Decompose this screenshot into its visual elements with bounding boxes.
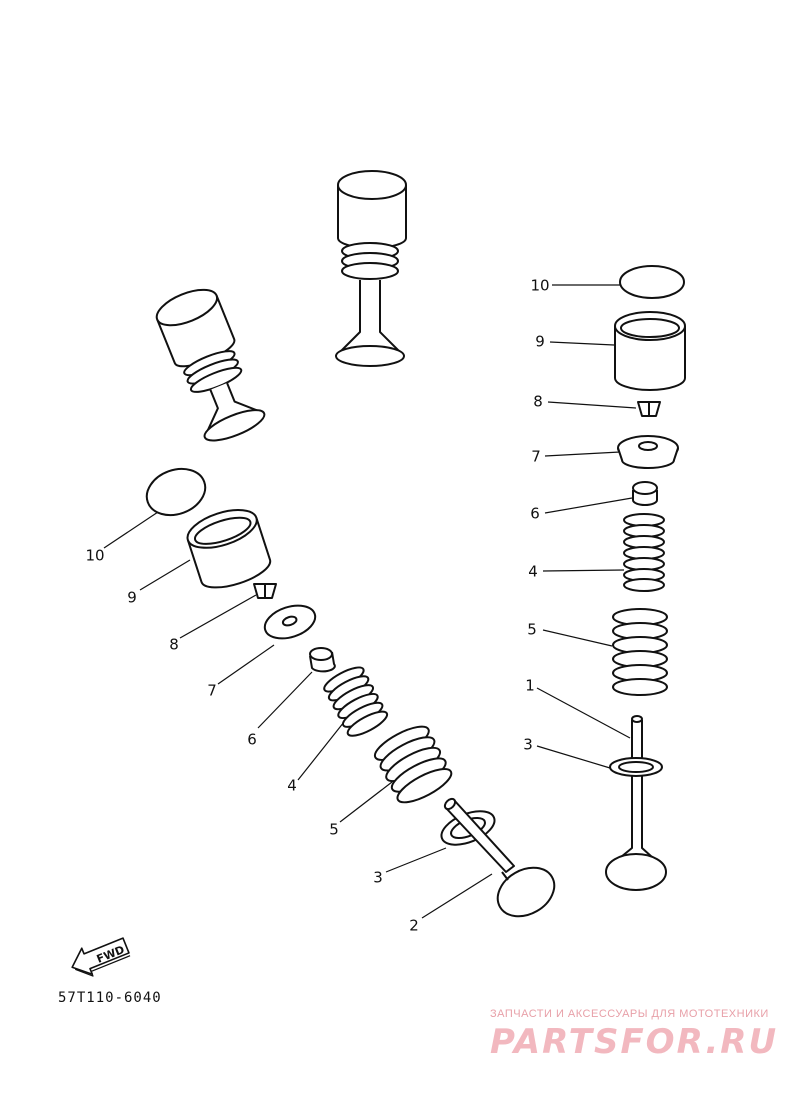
right-label-1: 1 [525, 676, 535, 695]
left-valve-2 [443, 797, 556, 918]
right-label-3: 3 [523, 735, 533, 754]
left-label-5: 5 [329, 820, 339, 839]
left-label-4: 4 [287, 776, 297, 795]
right-valve-1 [609, 720, 663, 867]
watermark-logo: PARTSFOR.RU [490, 1022, 779, 1062]
left-retainer-7 [263, 604, 317, 640]
left-label-3: 3 [373, 868, 383, 887]
left-seal-6 [309, 647, 336, 673]
right-label-7: 7 [531, 447, 541, 466]
left-bucket-9 [186, 509, 272, 589]
reference-code: 57T110-6040 [58, 990, 162, 1006]
left-label-6: 6 [247, 730, 257, 749]
right-label-6: 6 [530, 504, 540, 523]
assembled-valve-left [155, 288, 266, 442]
left-label-7: 7 [207, 681, 217, 700]
right-shim-10 [619, 265, 685, 299]
left-label-8: 8 [169, 635, 179, 654]
right-label-10: 10 [530, 276, 550, 295]
left-label-10: 10 [85, 546, 105, 565]
left-exploded-chain [145, 467, 556, 918]
leader-lines [103, 284, 637, 919]
right-label-4: 4 [528, 562, 538, 581]
fwd-label: FWD [95, 943, 127, 966]
assembled-valve-top [335, 170, 407, 367]
right-bucket-9 [614, 326, 686, 391]
left-label-2: 2 [409, 916, 419, 935]
right-outer-spring-5 [612, 608, 668, 696]
left-outer-spring-5 [373, 725, 453, 804]
fwd-arrow-icon [71, 937, 131, 977]
left-label-9: 9 [127, 588, 137, 607]
right-inner-spring-4 [623, 513, 665, 592]
right-label-5: 5 [527, 620, 537, 639]
right-label-9: 9 [535, 332, 545, 351]
left-inner-spring-4 [323, 666, 389, 737]
right-exploded-column [605, 265, 686, 891]
watermark-tagline: ЗАПЧАСТИ И АКСЕССУАРЫ ДЛЯ МОТОТЕХНИКИ [490, 1008, 769, 1020]
left-shim-10 [145, 467, 207, 517]
right-label-8: 8 [533, 392, 543, 411]
